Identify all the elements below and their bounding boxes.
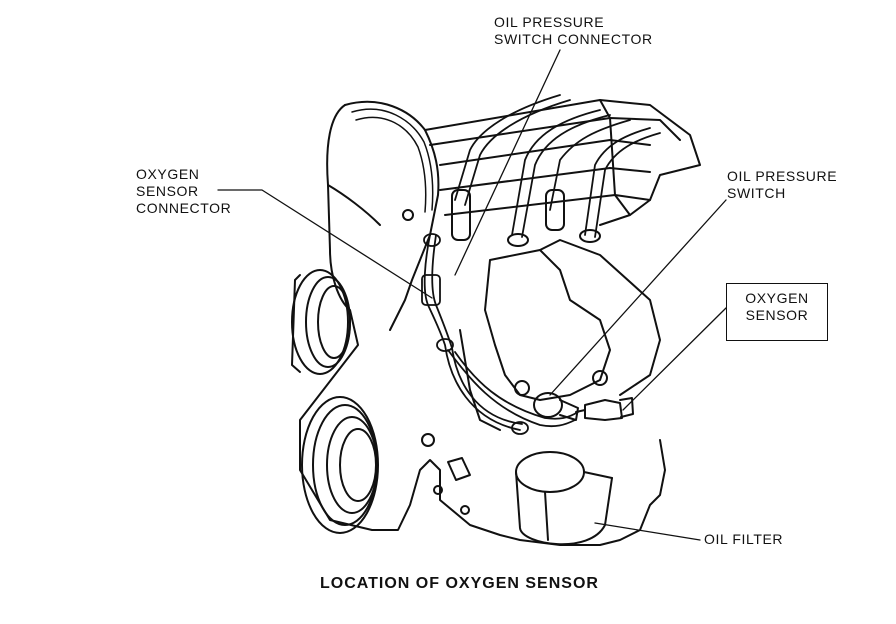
label-line: SENSOR bbox=[136, 183, 199, 199]
label-line: OXYGEN bbox=[136, 166, 200, 182]
label-oil-pressure-switch-connector: OIL PRESSURE SWITCH CONNECTOR bbox=[494, 14, 653, 48]
diagram-caption: LOCATION OF OXYGEN SENSOR bbox=[320, 575, 599, 592]
label-line: CONNECTOR bbox=[136, 200, 232, 216]
pulley-lower bbox=[301, 396, 379, 534]
belt-cover-ribbed-edge bbox=[351, 108, 434, 213]
oxygen-sensor-body bbox=[575, 397, 634, 421]
oil-pressure-switch bbox=[533, 392, 579, 421]
label-line: SENSOR bbox=[745, 307, 809, 323]
pulley-upper bbox=[291, 269, 351, 375]
spark-plug-wires bbox=[454, 94, 661, 238]
timing-belt-cover bbox=[299, 104, 666, 546]
label-line: SWITCH bbox=[727, 185, 786, 201]
manifold bbox=[484, 249, 611, 401]
leader-lines bbox=[217, 49, 727, 541]
label-line: OXYGEN bbox=[745, 290, 809, 306]
label-oxygen-sensor: OXYGEN SENSOR bbox=[726, 283, 828, 341]
label-line: OIL PRESSURE bbox=[727, 168, 838, 184]
label-oxygen-sensor-connector: OXYGEN SENSOR CONNECTOR bbox=[136, 166, 231, 217]
label-line: OIL PRESSURE bbox=[494, 14, 605, 30]
valve-cover bbox=[424, 99, 701, 226]
label-oil-pressure-switch: OIL PRESSURE SWITCH bbox=[727, 168, 837, 202]
label-oil-filter: OIL FILTER bbox=[704, 531, 784, 547]
oil-filter-body bbox=[515, 451, 613, 546]
label-line: SWITCH CONNECTOR bbox=[494, 31, 653, 47]
